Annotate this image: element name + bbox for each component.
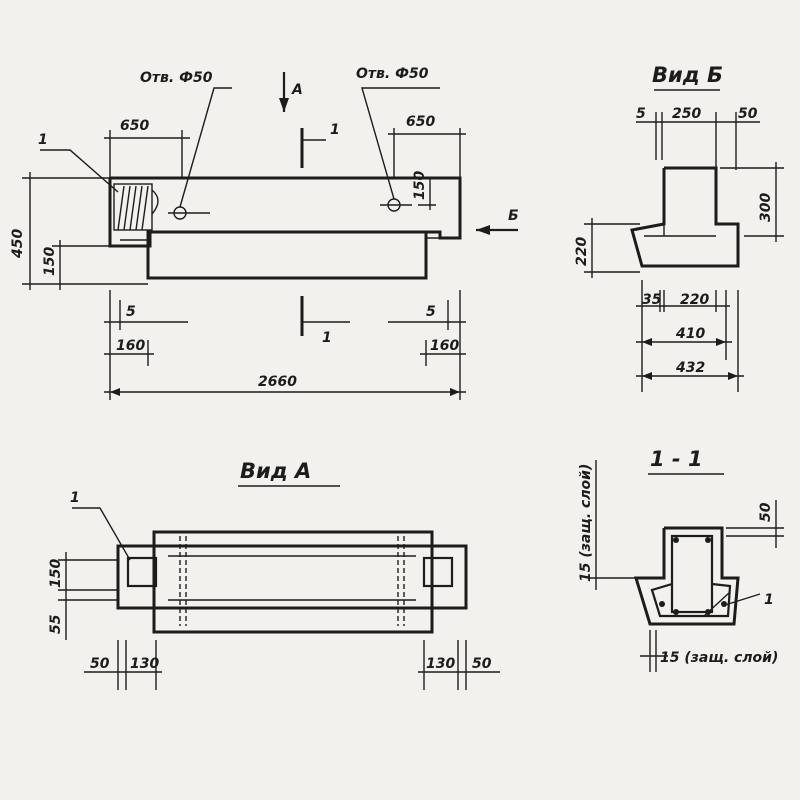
view-a: Вид А 1 150 55 50 130 130 xyxy=(48,459,500,690)
dim-450: 450 xyxy=(10,229,26,259)
section-rebar-bottom xyxy=(650,582,732,618)
view-b-dim-220-height: 220 xyxy=(574,237,590,266)
view-a-dim-130-right: 130 xyxy=(426,656,455,672)
section-mark-top: 1 xyxy=(330,122,340,138)
dim-160-right: 160 xyxy=(430,338,459,354)
view-a-callout-1: 1 xyxy=(70,490,80,506)
view-b-title: Вид Б xyxy=(652,63,723,87)
section-dim-15-horizontal: 15 (защ. слой) xyxy=(660,650,778,666)
dim-160-left: 160 xyxy=(116,338,145,354)
view-a-body xyxy=(152,530,434,634)
view-b-dim-410: 410 xyxy=(675,326,705,342)
dim-5-left: 5 xyxy=(126,304,136,320)
view-b-dim-250: 250 xyxy=(672,106,701,122)
dim-650-right: 650 xyxy=(406,114,435,130)
section-dim-15-vertical: 15 (защ. слой) xyxy=(578,464,594,582)
view-a-dim-150: 150 xyxy=(48,559,64,588)
view-b-dim-300: 300 xyxy=(758,193,774,222)
beam-bottom-flange xyxy=(146,230,428,280)
callout-1-main: 1 xyxy=(38,132,48,148)
hole-left-label: Отв. Ф50 xyxy=(140,70,213,86)
view-b-arrow-label: Б xyxy=(508,208,519,224)
view-b-arrowhead xyxy=(476,225,490,235)
view-a-dim-50-right: 50 xyxy=(472,656,492,672)
view-a-hole-left xyxy=(126,556,158,588)
dim-150-right: 150 xyxy=(412,171,428,200)
section-mark-bottom: 1 xyxy=(322,330,332,346)
view-b: Вид Б 5 250 50 300 220 35 220 xyxy=(574,63,784,392)
view-b-profile xyxy=(630,166,740,268)
hole-left-leader xyxy=(179,87,232,208)
hole-right-label: Отв. Ф50 xyxy=(356,66,429,82)
main-elevation: Отв. Ф50 Отв. Ф50 А Б 1 1 1 650 650 xyxy=(10,66,519,400)
view-b-dim-50: 50 xyxy=(738,106,758,122)
view-a-hole-right xyxy=(422,556,454,588)
view-a-arrow-label: А xyxy=(291,82,303,98)
dim-5-right: 5 xyxy=(426,304,436,320)
view-a-title: Вид А xyxy=(240,459,311,483)
view-a-dim-130-left: 130 xyxy=(130,656,159,672)
view-b-dim-432: 432 xyxy=(675,360,705,376)
dim-650-left: 650 xyxy=(120,118,149,134)
section-1-1-title: 1 - 1 xyxy=(650,447,703,471)
view-a-top-plate xyxy=(116,544,468,610)
view-a-callout-1-leader xyxy=(72,507,131,561)
section-callout-1: 1 xyxy=(764,592,774,608)
beam-top-outline xyxy=(108,176,462,248)
section-outer-profile xyxy=(633,526,740,626)
section-1-1: 1 - 1 50 15 (защ. слой) 1 1 xyxy=(578,447,784,672)
view-b-dim-35: 35 xyxy=(642,292,662,308)
dim-150-left: 150 xyxy=(42,247,58,276)
section-dim-50: 50 xyxy=(758,502,774,522)
hole-right-leader xyxy=(361,87,440,200)
section-callout-1-leader xyxy=(721,593,761,607)
section-rebar-stirrup xyxy=(670,534,714,614)
view-a-dim-55: 55 xyxy=(48,614,64,634)
embedded-plate-hatch xyxy=(113,183,159,231)
view-b-dim-220-width: 220 xyxy=(680,292,709,308)
view-a-dim-50-left: 50 xyxy=(90,656,110,672)
dim-2660: 2660 xyxy=(258,374,297,390)
view-a-arrowhead xyxy=(279,98,289,112)
view-b-dim-5: 5 xyxy=(636,106,646,122)
